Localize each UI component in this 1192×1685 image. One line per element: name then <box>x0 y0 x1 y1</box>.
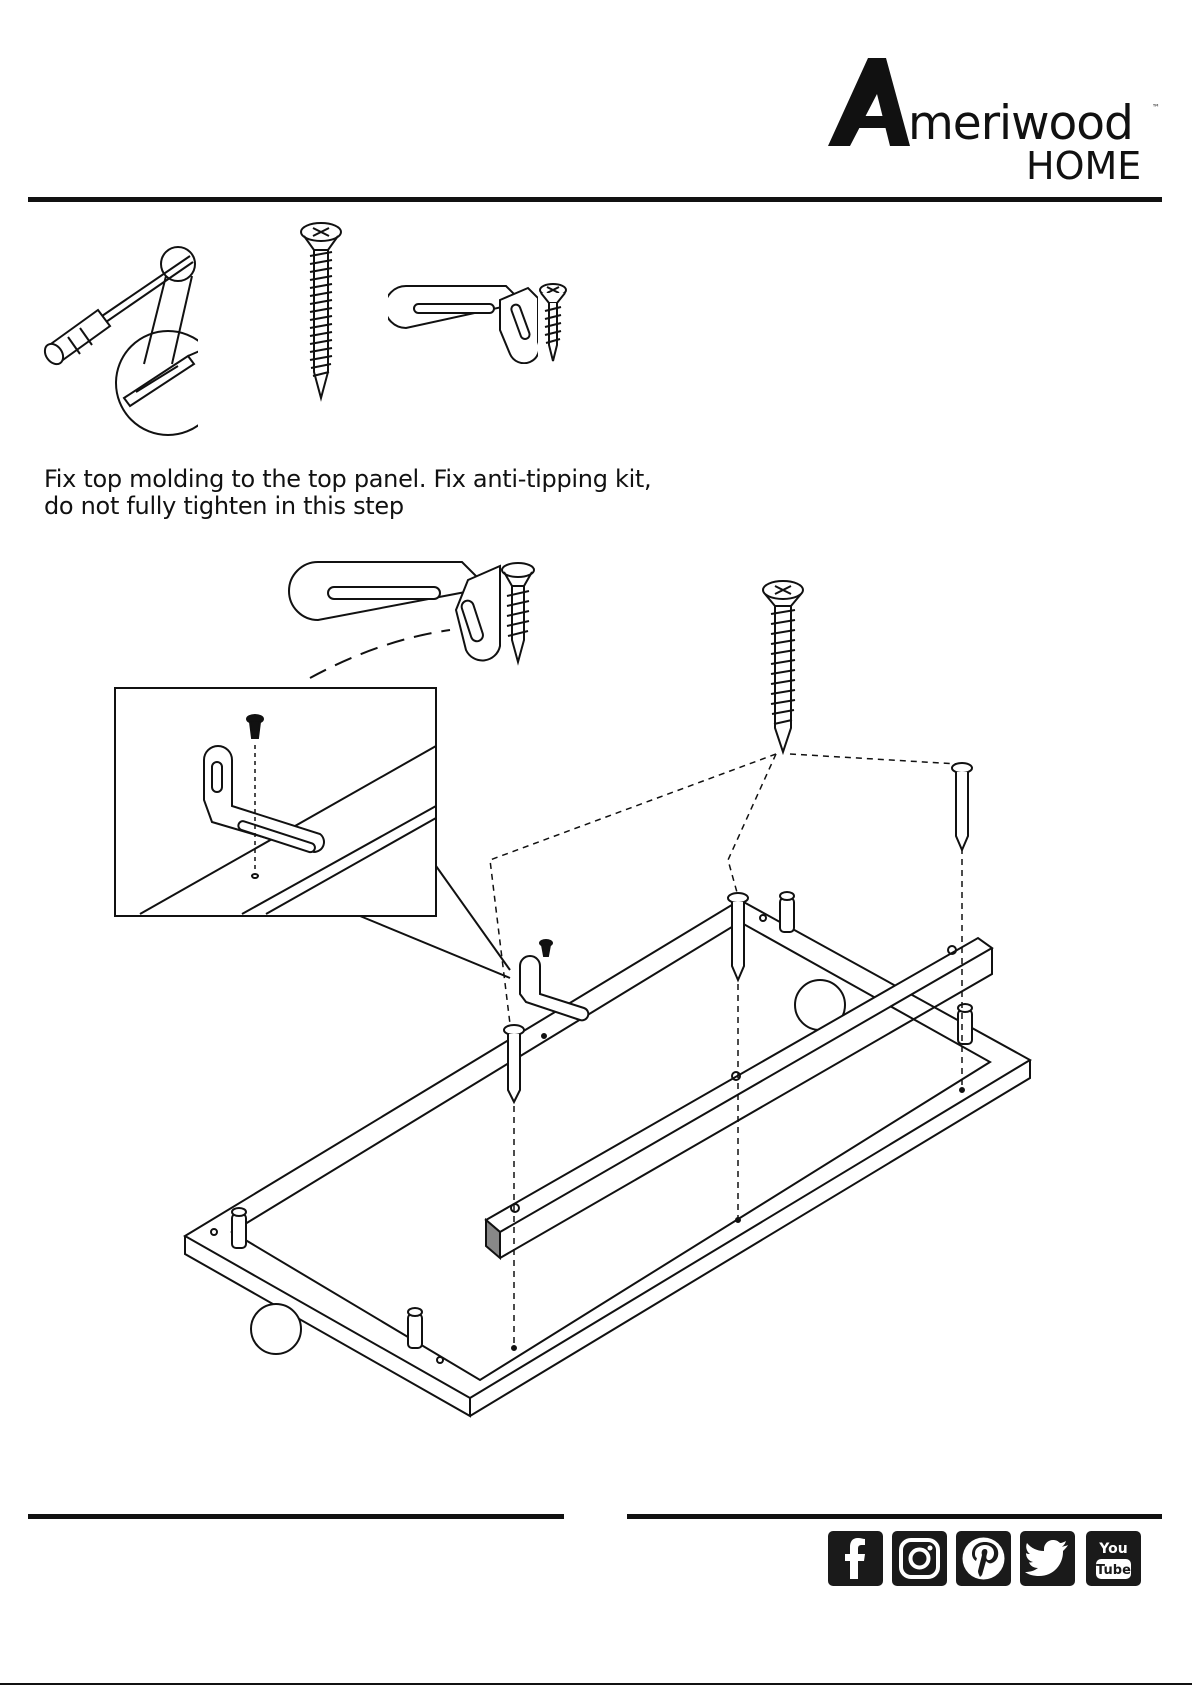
anti-tip-bracket-icon <box>388 282 538 364</box>
brand-wordmark: meriwood <box>908 100 1133 147</box>
facebook-icon[interactable] <box>828 1531 883 1586</box>
footer-divider-left <box>28 1514 564 1519</box>
bracket-screw-callout-icon <box>502 563 534 662</box>
header-divider <box>28 197 1162 202</box>
long-screw-callout-icon <box>763 581 803 752</box>
instruction-line-2: do not fully tighten in this step <box>44 493 724 520</box>
short-screw-icon <box>536 283 570 363</box>
youtube-label-you: You <box>1098 1541 1127 1557</box>
youtube-icon[interactable]: You Tube <box>1086 1531 1141 1586</box>
step-instruction: Fix top molding to the top panel. Fix an… <box>44 466 724 520</box>
long-screw-icon <box>296 222 346 402</box>
pinterest-icon[interactable] <box>956 1531 1011 1586</box>
inset-detail <box>115 688 436 916</box>
footer-divider-right <box>627 1514 1162 1519</box>
wheel-front <box>251 1304 301 1354</box>
twitter-icon[interactable] <box>1020 1531 1075 1586</box>
trademark-symbol: ™ <box>1152 103 1160 112</box>
brand-logo-a <box>828 58 910 148</box>
screwdriver-icon <box>38 238 198 438</box>
bracket-callout-icon <box>289 562 500 660</box>
instagram-icon[interactable] <box>892 1531 947 1586</box>
instruction-line-1: Fix top molding to the top panel. Fix an… <box>44 466 724 493</box>
brand-subtitle: HOME <box>1026 147 1141 185</box>
youtube-label-tube: Tube <box>1096 1563 1131 1578</box>
assembly-diagram <box>0 540 1192 1420</box>
